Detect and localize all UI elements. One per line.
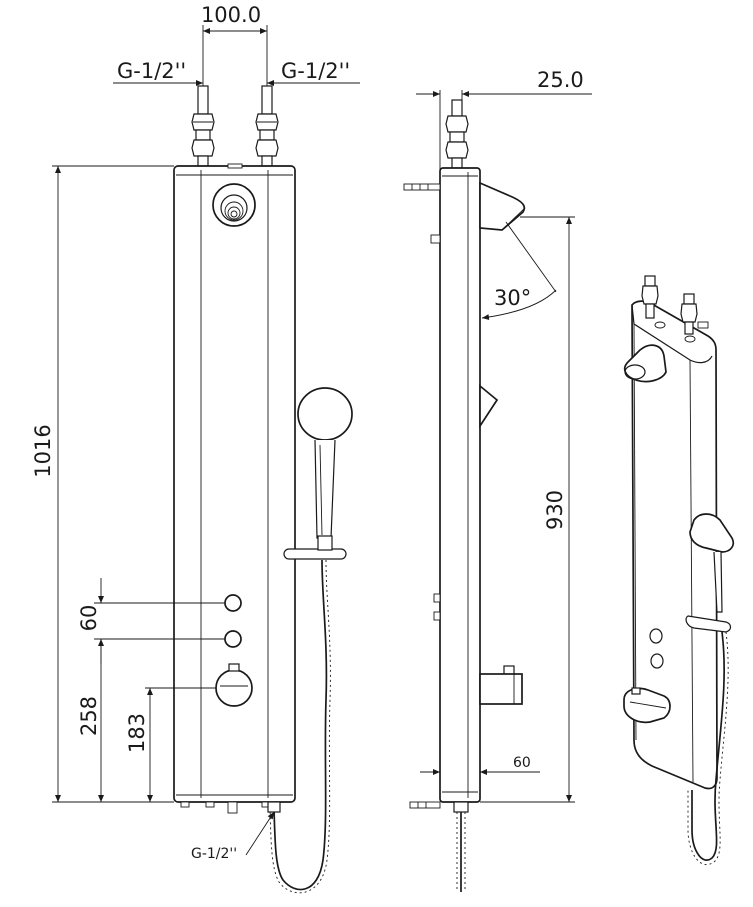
depth-label: 25.0 xyxy=(537,68,584,92)
inlet-connector-right xyxy=(255,85,279,167)
iso-inlet-right xyxy=(680,293,709,335)
lower-button-height-label: 258 xyxy=(77,696,101,736)
outlet-thread-label: G-1/2'' xyxy=(191,846,237,862)
inlet-thread-dimension: G-1/2'' G-1/2'' xyxy=(113,59,360,86)
side-shower-head xyxy=(479,181,526,231)
button-spacing-label: 60 xyxy=(77,605,101,632)
shower-panel-front xyxy=(173,163,296,803)
control-buttons xyxy=(224,594,242,648)
side-hand-shower xyxy=(479,384,499,429)
side-thermostatic-mixer xyxy=(479,665,523,705)
side-view: 25.0 xyxy=(403,68,592,892)
iso-mixer xyxy=(623,687,671,724)
bottom-outlets xyxy=(180,801,281,814)
total-height-label: 1016 xyxy=(31,424,55,477)
mixer-height-label: 183 xyxy=(125,713,149,753)
inlet-right-label: G-1/2'' xyxy=(281,59,350,83)
lower-button-height-dimension: 258 xyxy=(77,639,104,802)
overhead-shower-nozzle xyxy=(212,183,256,227)
depth-dimension: 25.0 xyxy=(416,68,592,170)
bottom-depth-dimension: 60 xyxy=(420,755,540,775)
isometric-view xyxy=(623,275,735,865)
button-spacing-dimension: 60 xyxy=(77,578,225,664)
total-height-dimension: 1016 xyxy=(31,165,174,803)
inlet-connector-left xyxy=(191,85,215,167)
inlet-spacing-dimension: 100.0 xyxy=(201,3,268,110)
outlet-height-label: 930 xyxy=(543,490,567,530)
shower-hose xyxy=(269,559,331,894)
side-bottom-fittings xyxy=(409,801,469,892)
mixer-height-dimension: 183 xyxy=(125,687,216,802)
side-inlet-connector xyxy=(445,99,469,169)
hand-shower xyxy=(283,387,353,560)
inlet-left-label: G-1/2'' xyxy=(117,59,186,83)
shower-panel-side xyxy=(403,167,481,803)
iso-buttons xyxy=(649,628,664,669)
spray-angle-dimension: 30° xyxy=(481,221,557,321)
iso-inlet-left xyxy=(641,275,659,319)
front-view: 100.0 G-1/2'' G-1/2'' xyxy=(31,3,360,894)
iso-hand-shower xyxy=(685,513,735,633)
outlet-thread-dimension: G-1/2'' xyxy=(191,811,275,862)
inlet-spacing-label: 100.0 xyxy=(201,3,261,27)
iso-hose xyxy=(687,631,729,865)
bottom-depth-label: 60 xyxy=(513,755,531,771)
outlet-height-dimension: 930 xyxy=(480,216,575,803)
iso-shower-head xyxy=(623,344,667,383)
spray-angle-label: 30° xyxy=(494,286,531,310)
